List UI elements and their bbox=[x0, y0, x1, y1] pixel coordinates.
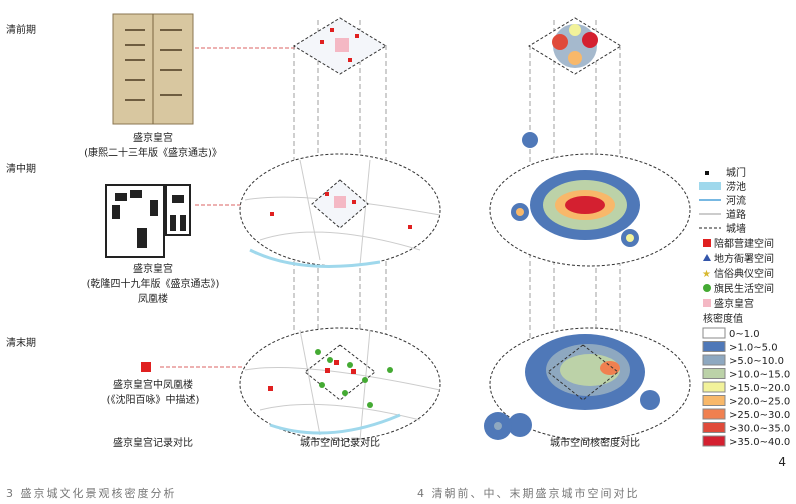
density-label: >25.0~30.0 bbox=[729, 410, 790, 421]
legend-living-space: 旗民生活空间 bbox=[714, 282, 774, 295]
legend: 城门 涝池 河流 道路 城墙 陪都营建空间 地方衙署空间 ★ 信俗典仪空间 旗民… bbox=[699, 166, 790, 448]
blue-triangle-icon bbox=[703, 254, 711, 261]
late-palace-marker bbox=[141, 362, 151, 372]
mid-density-map bbox=[489, 132, 691, 267]
density-swatch bbox=[702, 395, 726, 406]
mid-caption-source: (乾隆四十九年版《盛京通志》) bbox=[87, 277, 220, 290]
legend-ritual-space: 信俗典仪空间 bbox=[714, 267, 774, 280]
density-swatch bbox=[702, 354, 726, 366]
legend-river: 河流 bbox=[726, 194, 746, 207]
density-swatch bbox=[702, 422, 726, 433]
density-swatch bbox=[702, 368, 726, 379]
density-swatch bbox=[702, 435, 726, 447]
early-caption-source: (康熙二十三年版《盛京通志)》 bbox=[84, 146, 222, 159]
legend-palace: 盛京皇宫 bbox=[714, 297, 754, 310]
density-label: >15.0~20.0 bbox=[729, 383, 790, 394]
early-city-record-map bbox=[293, 17, 387, 75]
mid-caption-building: 凤凰楼 bbox=[138, 292, 168, 305]
late-city-record-map bbox=[239, 327, 441, 441]
mid-palace-map-image bbox=[105, 184, 191, 258]
period-label-early: 清前期 bbox=[6, 23, 36, 36]
density-label: >10.0~15.0 bbox=[729, 370, 790, 381]
density-swatch bbox=[702, 408, 726, 420]
mid-city-record-map bbox=[239, 153, 441, 268]
late-density-map bbox=[484, 327, 691, 441]
star-icon: ★ bbox=[702, 269, 711, 280]
late-caption-source: (《沈阳百咏》中描述) bbox=[107, 393, 200, 406]
density-legend: 0~1.0 >1.0~5.0 >5.0~10.0 >10.0~15.0 >15.0~20… bbox=[702, 327, 790, 448]
density-label: 0~1.0 bbox=[729, 329, 760, 340]
column-title-palace: 盛京皇宫记录对比 bbox=[113, 436, 193, 449]
density-label: >30.0~35.0 bbox=[729, 424, 790, 435]
late-caption-title: 盛京皇宫中凤凰楼 bbox=[113, 378, 193, 391]
green-circle-icon bbox=[703, 284, 711, 292]
legend-road: 道路 bbox=[726, 208, 746, 221]
pond-swatch-icon bbox=[699, 182, 721, 190]
density-label: >20.0~25.0 bbox=[729, 397, 790, 408]
legend-capital-space: 陪都营建空间 bbox=[714, 237, 774, 250]
legend-gate: 城门 bbox=[726, 166, 746, 179]
density-label: >1.0~5.0 bbox=[729, 343, 778, 354]
legend-pond: 涝池 bbox=[726, 180, 746, 193]
period-label-late: 清末期 bbox=[6, 336, 36, 349]
mid-caption-title: 盛京皇宫 bbox=[133, 262, 173, 275]
density-swatch bbox=[702, 341, 726, 352]
density-label: >5.0~10.0 bbox=[729, 356, 784, 367]
legend-density-title: 核密度值 bbox=[703, 312, 743, 325]
legend-wall: 城墙 bbox=[726, 222, 746, 235]
early-palace-map-image bbox=[112, 13, 194, 125]
legend-government-space: 地方衙署空间 bbox=[714, 252, 774, 265]
pink-square-icon bbox=[703, 299, 711, 307]
column-title-city-record: 城市空间记录对比 bbox=[300, 436, 380, 449]
figure-caption-4: 4 清朝前、中、末期盛京城市空间对比 bbox=[417, 486, 640, 500]
period-label-mid: 清中期 bbox=[6, 162, 36, 175]
density-swatch bbox=[702, 381, 726, 393]
density-swatch bbox=[702, 327, 726, 339]
figure-caption-3: 3 盛京城文化景观核密度分析 bbox=[6, 486, 177, 500]
density-label: >35.0~40.0 bbox=[729, 437, 790, 448]
square-dot-icon bbox=[705, 171, 709, 175]
early-density-map bbox=[528, 17, 622, 75]
red-square-icon bbox=[703, 239, 711, 247]
page-number: 4 bbox=[778, 455, 786, 469]
early-caption-title: 盛京皇宫 bbox=[133, 131, 173, 144]
column-title-density: 城市空间核密度对比 bbox=[550, 436, 640, 449]
